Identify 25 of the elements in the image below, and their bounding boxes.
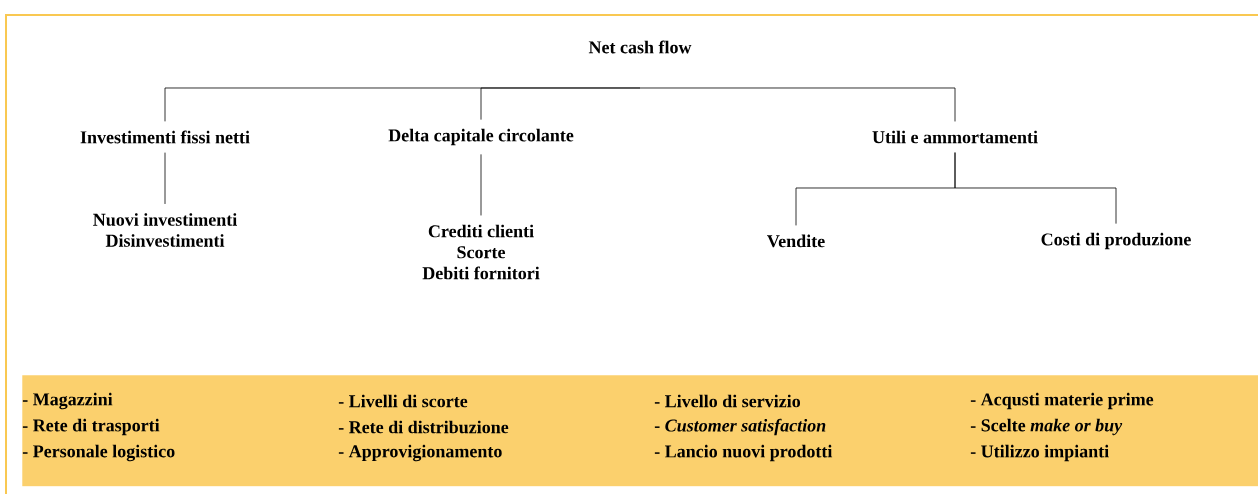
list-item: - Livelli di scorte: [338, 394, 468, 408]
tree-label: Delta capitale circolante: [388, 128, 574, 146]
list-item: - Rete di distribuzione: [338, 420, 509, 434]
connector-line: [954, 152, 1117, 225]
list-item: - Approvigionamento: [338, 444, 502, 462]
list-item: - Scelte make or buy: [970, 418, 1123, 436]
list-item: - Magazzini: [22, 392, 113, 410]
list-item: - Personale logistico: [22, 444, 175, 462]
list-item: - Rete di trasporti: [22, 418, 160, 436]
tree-label: Utili e ammortamenti: [872, 130, 1038, 144]
connector-line: [480, 153, 482, 216]
list-item: - Lancio nuovi prodotti: [654, 444, 833, 462]
list-item: - Livello di servizio: [654, 394, 800, 408]
tree-label: Investimenti fissi netti: [80, 130, 250, 144]
connector-line: [639, 87, 956, 122]
connector-line: [480, 87, 641, 121]
tree-label: Net cash flow: [588, 40, 692, 54]
connector-line: [164, 152, 166, 205]
list-item: - Acqusti materie prime: [970, 392, 1154, 410]
tree-label: Vendite: [767, 234, 825, 248]
list-item: - Customer satisfaction: [654, 418, 826, 436]
tree-label: Crediti clienti Scorte Debiti fornitori: [422, 224, 540, 280]
tree-label: Costi di produzione: [1041, 232, 1191, 250]
tree-label: Nuovi investimenti Disinvestimenti: [93, 213, 237, 247]
list-item: - Utilizzo impianti: [970, 444, 1109, 462]
